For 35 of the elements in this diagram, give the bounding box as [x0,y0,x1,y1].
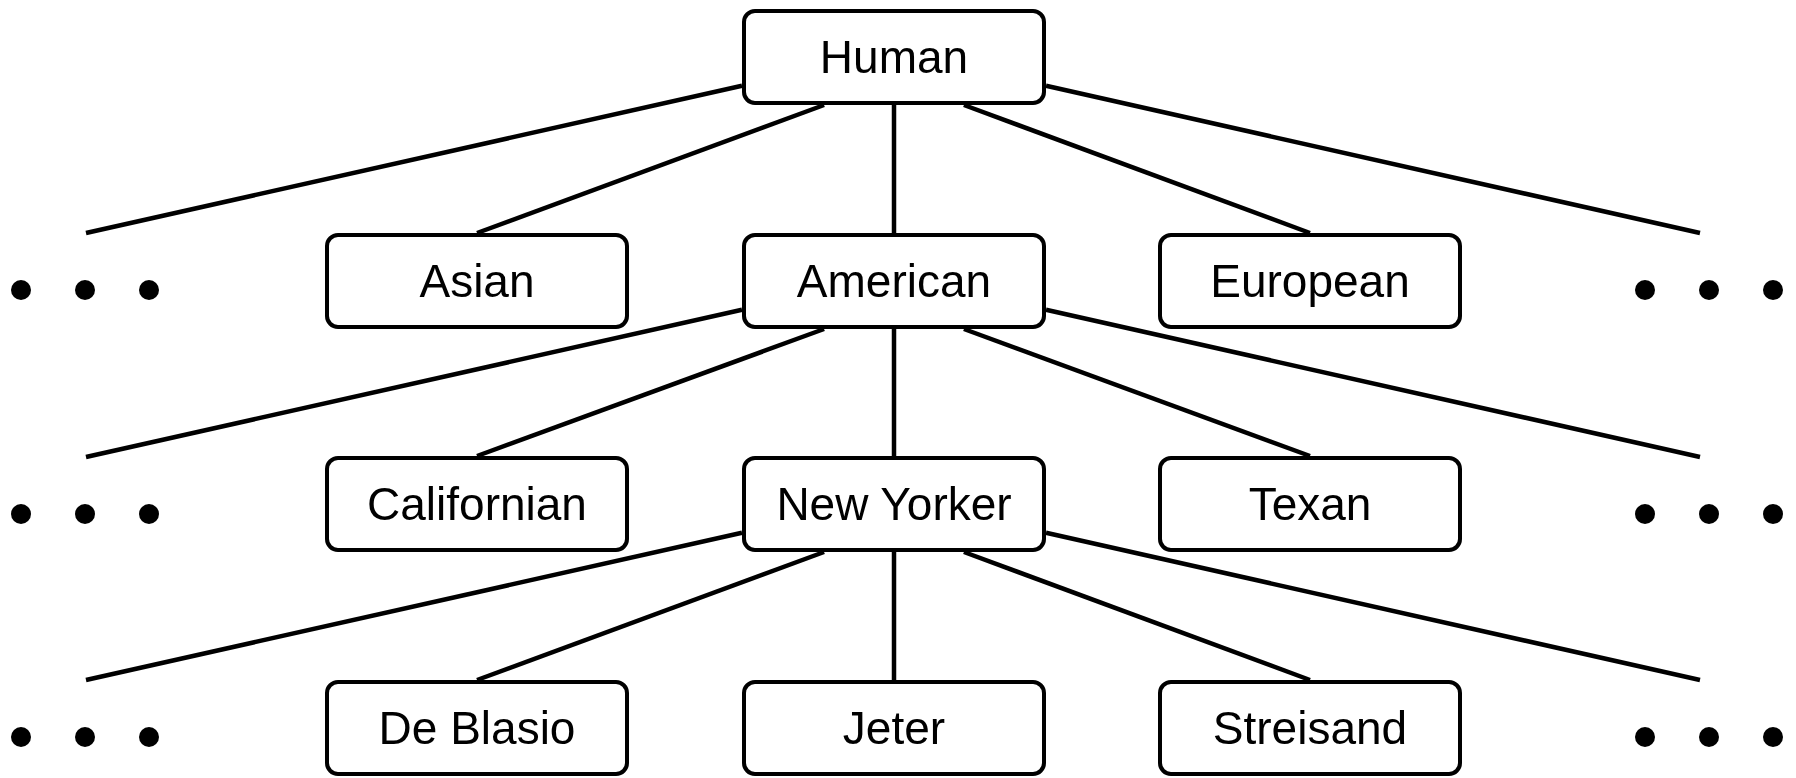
node-label: Streisand [1212,701,1408,755]
category-box [1158,680,1462,776]
connector-line [85,307,743,460]
category-box [1158,456,1462,552]
connector-line [1045,307,1701,460]
connector-line [1045,530,1701,683]
node-label: New Yorker [776,477,1012,531]
category-box [1158,233,1462,329]
category-box [742,456,1046,552]
node-label: Human [819,30,969,84]
node-label: Californian [367,477,587,531]
category-box [325,456,629,552]
node-label: European [1210,254,1410,308]
node-label: Texan [1248,477,1372,531]
node-label: American [796,254,992,308]
connector-line [963,549,1311,683]
node-label: De Blasio [378,701,576,755]
connector-line [963,102,1311,236]
node-label: Asian [419,254,535,308]
connector-line [891,329,897,456]
connector-line [1045,83,1701,236]
connector-line [476,549,825,683]
category-box [742,233,1046,329]
category-box [325,680,629,776]
connector-line [963,326,1311,459]
category-box [742,680,1046,776]
connector-line [891,552,897,680]
connector-line [476,326,825,459]
connector-line [891,105,897,233]
category-box [742,9,1046,105]
connector-line [476,102,825,236]
category-box [325,233,629,329]
connector-line [85,530,743,683]
connector-line [85,83,743,236]
node-label: Jeter [842,701,946,755]
